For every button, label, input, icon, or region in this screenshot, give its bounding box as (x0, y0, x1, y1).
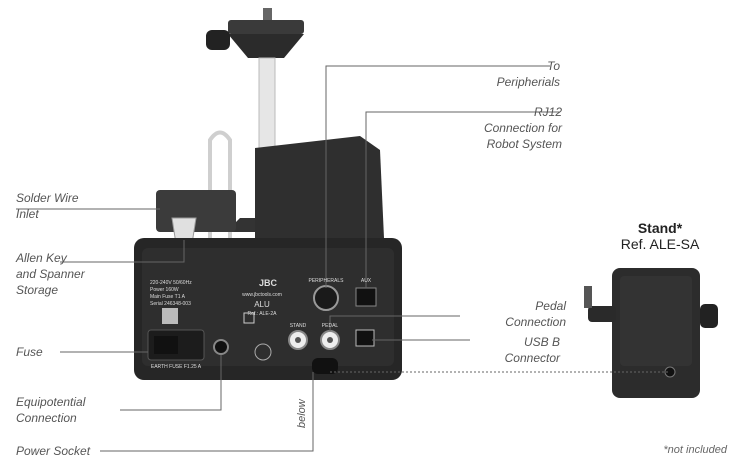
ref-label: Ref.: ALE-2A (248, 311, 278, 317)
callout-allen-key: Allen Key and Spanner Storage (16, 251, 85, 297)
peripherals-port-label: PERIPHERALS (308, 278, 344, 284)
callout-lines (16, 65, 668, 452)
spec-line-4: Serial 246348-003 (150, 301, 191, 307)
model-label: ALU (254, 300, 270, 309)
spec-line-3: Main Fuse T1 A (150, 294, 186, 300)
brand-logo: JBC (259, 278, 278, 288)
callout-to-peripherals: To Peripherials (496, 59, 560, 89)
callout-pedal: Pedal Connection (505, 299, 566, 329)
stand-port-label: STAND (290, 323, 307, 329)
callout-equipotential: Equipotential Connection (16, 395, 86, 425)
callout-rj12: RJ12 Connection for Robot System (483, 105, 562, 151)
station-body (134, 238, 402, 380)
callout-fuse: Fuse (16, 345, 43, 359)
spec-line-1: 220-240V 50/60Hz (150, 280, 192, 286)
stand-illustration (584, 268, 718, 398)
footnote: *not included (663, 444, 727, 456)
callout-usb: USB B Connector (504, 335, 560, 365)
aux-port-label: AUX (361, 278, 372, 284)
earth-fuse-label: EARTH FUSE F1.25 A (151, 364, 202, 370)
callout-solder-wire-inlet: Solder Wire Inlet (16, 191, 79, 221)
callout-power-socket: Power Socket (16, 444, 91, 458)
spec-line-2: Power 160W (150, 287, 179, 293)
callout-below: below (296, 399, 308, 428)
stand-title: Stand* Ref. ALE-SA (620, 220, 700, 252)
brand-url: www.jbctools.com (242, 292, 282, 298)
pedal-port-label: PEDAL (322, 323, 339, 329)
